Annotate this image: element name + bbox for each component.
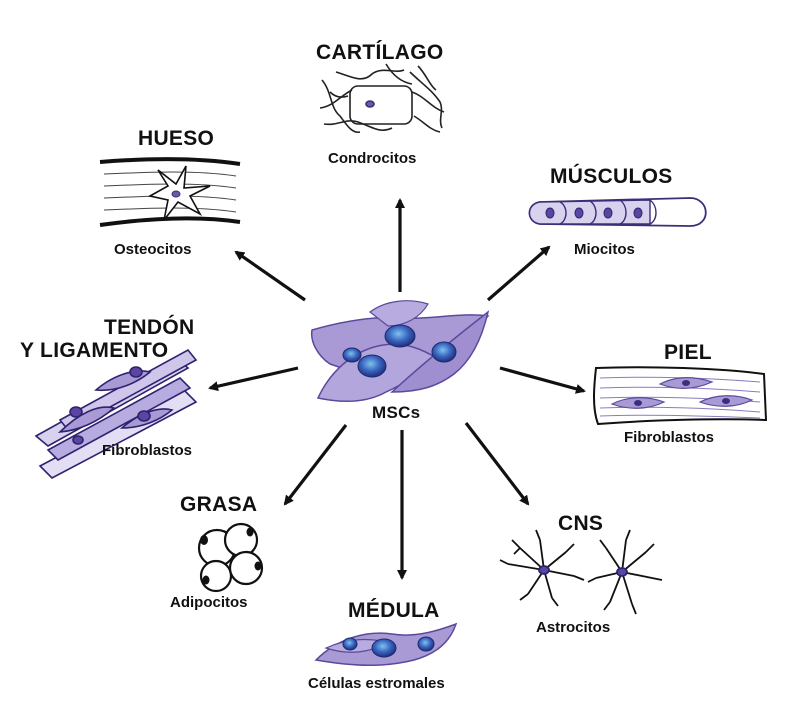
arrow-to-cns (464, 422, 530, 506)
muscle-subtitle: Miocitos (574, 241, 635, 258)
arrows (208, 198, 586, 580)
fat-subtitle: Adipocitos (170, 594, 248, 611)
muscle-title: MÚSCULOS (550, 165, 673, 188)
arrow-to-fat (283, 424, 348, 506)
adipocyte-illustration (197, 522, 264, 593)
bone-subtitle: Osteocitos (114, 241, 192, 258)
tendon-title-line1: TENDÓN (104, 316, 195, 339)
myocyte-illustration (528, 197, 707, 227)
tendon-title-line2: Y LIGAMENTO (20, 339, 169, 362)
tendon-subtitle: Fibroblastos (102, 442, 193, 459)
arrow-to-tendon (208, 366, 299, 392)
bone-title: HUESO (138, 127, 215, 150)
center-label: MSCs (372, 403, 421, 422)
skin-fibroblast-illustration (593, 366, 768, 426)
stromal-cells-illustration (314, 622, 458, 666)
cartilage-subtitle: Condrocitos (328, 150, 417, 167)
arrow-to-muscle (486, 245, 551, 302)
marrow-subtitle: Células estromales (308, 675, 445, 692)
cartilage-title: CARTÍLAGO (316, 41, 444, 64)
astrocyte-right (587, 529, 663, 615)
fat-title: GRASA (180, 493, 258, 516)
chondrocyte-illustration (319, 63, 445, 134)
astrocyte-illustration (499, 529, 663, 615)
marrow-title: MÉDULA (348, 599, 440, 622)
cns-subtitle: Astrocitos (536, 619, 611, 636)
skin-subtitle: Fibroblastos (624, 429, 715, 446)
tendon-fibroblast-illustration (34, 348, 198, 479)
arrow-to-bone (234, 250, 306, 302)
osteocyte-illustration (99, 157, 241, 227)
skin-title: PIEL (664, 341, 712, 364)
arrow-to-skin (499, 366, 586, 394)
astrocyte-left (499, 529, 585, 607)
cns-title: CNS (558, 512, 604, 535)
msc-cells-illustration (310, 300, 490, 403)
